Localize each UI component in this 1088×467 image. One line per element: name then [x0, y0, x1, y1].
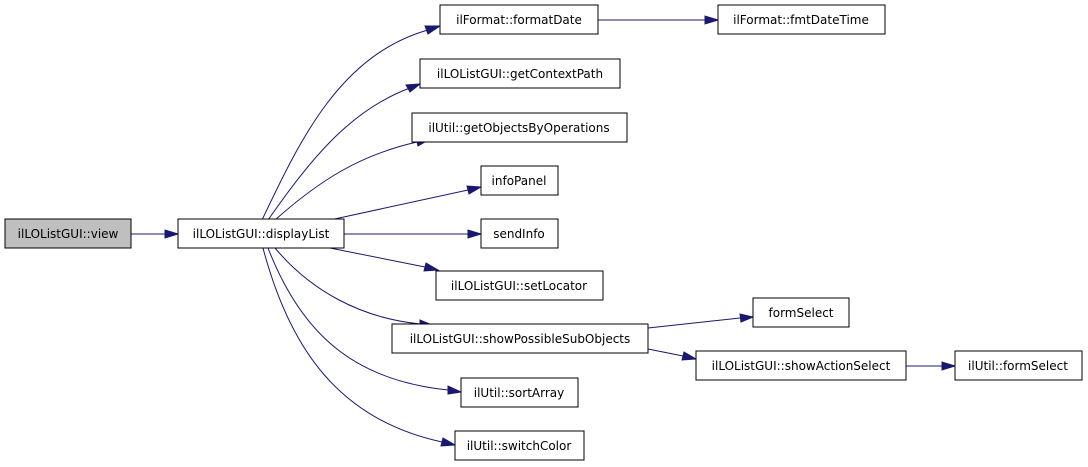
edge-displayList-to-switchColor — [262, 247, 443, 443]
node-label-displayList: ilLOListGUI::displayList — [193, 227, 330, 241]
arrowhead-displayList-to-formatDate — [424, 25, 442, 35]
node-label-getObjectsByOperations: ilUtil::getObjectsByOperations — [428, 121, 609, 135]
arrowhead-displayList-to-switchColor — [440, 437, 457, 447]
node-label-utilFormSelect: ilUtil::formSelect — [968, 359, 1068, 373]
node-setLocator[interactable]: ilLOListGUI::setLocator — [435, 270, 604, 301]
arrowhead-showPossibleSubObjects-to-showActionSelect — [681, 351, 698, 361]
edge-showPossibleSubObjects-to-showActionSelect — [647, 348, 684, 357]
node-label-switchColor: ilUtil::switchColor — [467, 439, 572, 453]
edge-displayList-to-getContextPath — [267, 87, 411, 221]
arrowhead-displayList-to-sortArray — [447, 385, 463, 395]
node-getContextPath[interactable]: ilLOListGUI::getContextPath — [419, 58, 621, 89]
node-label-getContextPath: ilLOListGUI::getContextPath — [437, 67, 603, 81]
node-label-setLocator: ilLOListGUI::setLocator — [451, 279, 587, 293]
node-label-sortArray: ilUtil::sortArray — [474, 386, 564, 400]
arrowhead-displayList-to-getContextPath — [405, 83, 422, 93]
edge-displayList-to-getObjectsByOperations — [274, 141, 418, 221]
node-sortArray[interactable]: ilUtil::sortArray — [460, 377, 579, 408]
node-label-view: ilLOListGUI::view — [18, 227, 119, 241]
edge-displayList-to-sortArray — [267, 247, 449, 391]
node-infoPanel[interactable]: infoPanel — [480, 165, 559, 196]
arrowhead-displayList-to-infoPanel — [466, 185, 483, 195]
node-showActionSelect[interactable]: ilLOListGUI::showActionSelect — [695, 350, 907, 381]
node-formatDate[interactable]: ilFormat::formatDate — [439, 4, 599, 35]
node-getObjectsByOperations[interactable]: ilUtil::getObjectsByOperations — [411, 112, 628, 143]
node-label-showPossibleSubObjects: ilLOListGUI::showPossibleSubObjects — [410, 332, 631, 346]
arrowhead-view-to-displayList — [164, 229, 180, 239]
edge-showPossibleSubObjects-to-formSelect — [647, 317, 741, 329]
edge-displayList-to-showPossibleSubObjects — [274, 247, 421, 325]
node-label-formatDate: ilFormat::formatDate — [456, 13, 582, 27]
node-label-showActionSelect: ilLOListGUI::showActionSelect — [712, 359, 891, 373]
arrowhead-showPossibleSubObjects-to-formSelect — [739, 313, 755, 323]
node-label-infoPanel: infoPanel — [492, 174, 547, 188]
node-showPossibleSubObjects[interactable]: ilLOListGUI::showPossibleSubObjects — [391, 323, 649, 354]
node-label-sendInfo: sendInfo — [493, 227, 545, 241]
node-label-fmtDateTime: ilFormat::fmtDateTime — [733, 13, 869, 27]
arrowhead-showActionSelect-to-utilFormSelect — [941, 361, 957, 371]
node-formSelect[interactable]: formSelect — [752, 297, 850, 328]
edge-displayList-to-formatDate — [261, 29, 429, 221]
edge-displayList-to-setLocator — [329, 247, 426, 268]
node-sendInfo[interactable]: sendInfo — [480, 218, 559, 249]
node-switchColor[interactable]: ilUtil::switchColor — [454, 430, 585, 461]
node-label-formSelect: formSelect — [769, 306, 834, 320]
node-view[interactable]: ilLOListGUI::view — [4, 218, 132, 249]
node-fmtDateTime[interactable]: ilFormat::fmtDateTime — [717, 4, 886, 35]
node-utilFormSelect[interactable]: ilUtil::formSelect — [954, 350, 1083, 381]
arrowhead-formatDate-to-fmtDateTime — [704, 15, 720, 25]
arrowhead-displayList-to-setLocator — [423, 262, 440, 272]
node-displayList[interactable]: ilLOListGUI::displayList — [177, 218, 345, 249]
edge-displayList-to-infoPanel — [329, 189, 469, 221]
arrowhead-displayList-to-sendInfo — [467, 229, 483, 239]
nodes: ilLOListGUI::view ilLOListGUI::displayLi… — [4, 4, 1083, 461]
